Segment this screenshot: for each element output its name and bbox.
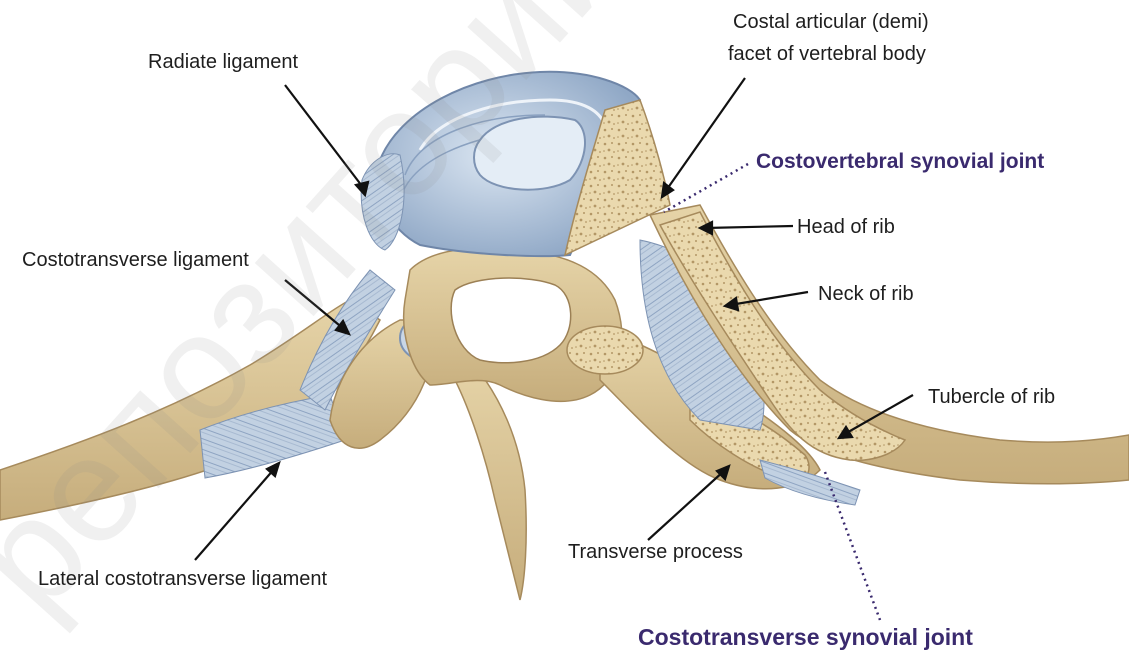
vertebral-foramen	[451, 278, 571, 363]
pedicle-cut	[567, 326, 643, 374]
leader-head-of-rib	[705, 226, 793, 228]
label-costovertebral-synovial-joint: Costovertebral synovial joint	[756, 150, 1044, 174]
label-costotransverse-synovial-joint: Costotransverse synovial joint	[638, 625, 973, 649]
label-head-of-rib: Head of rib	[797, 215, 895, 239]
leader-transverse-process	[648, 470, 725, 540]
label-tubercle-of-rib: Tubercle of rib	[928, 385, 1055, 409]
label-lateral-costotransverse-ligament: Lateral costotransverse ligament	[38, 567, 327, 591]
spinous-process	[455, 360, 526, 600]
label-radiate-ligament: Radiate ligament	[148, 50, 298, 74]
dotted-costovertebral	[664, 164, 748, 212]
label-transverse-process: Transverse process	[568, 540, 743, 564]
label-neck-of-rib: Neck of rib	[818, 282, 914, 306]
label-costal-facet-line2: facet of vertebral body	[728, 42, 926, 66]
label-costal-facet-line1: Costal articular (demi)	[733, 10, 929, 34]
leader-costal-facet	[665, 78, 745, 192]
label-costotransverse-ligament: Costotransverse ligament	[22, 248, 249, 272]
